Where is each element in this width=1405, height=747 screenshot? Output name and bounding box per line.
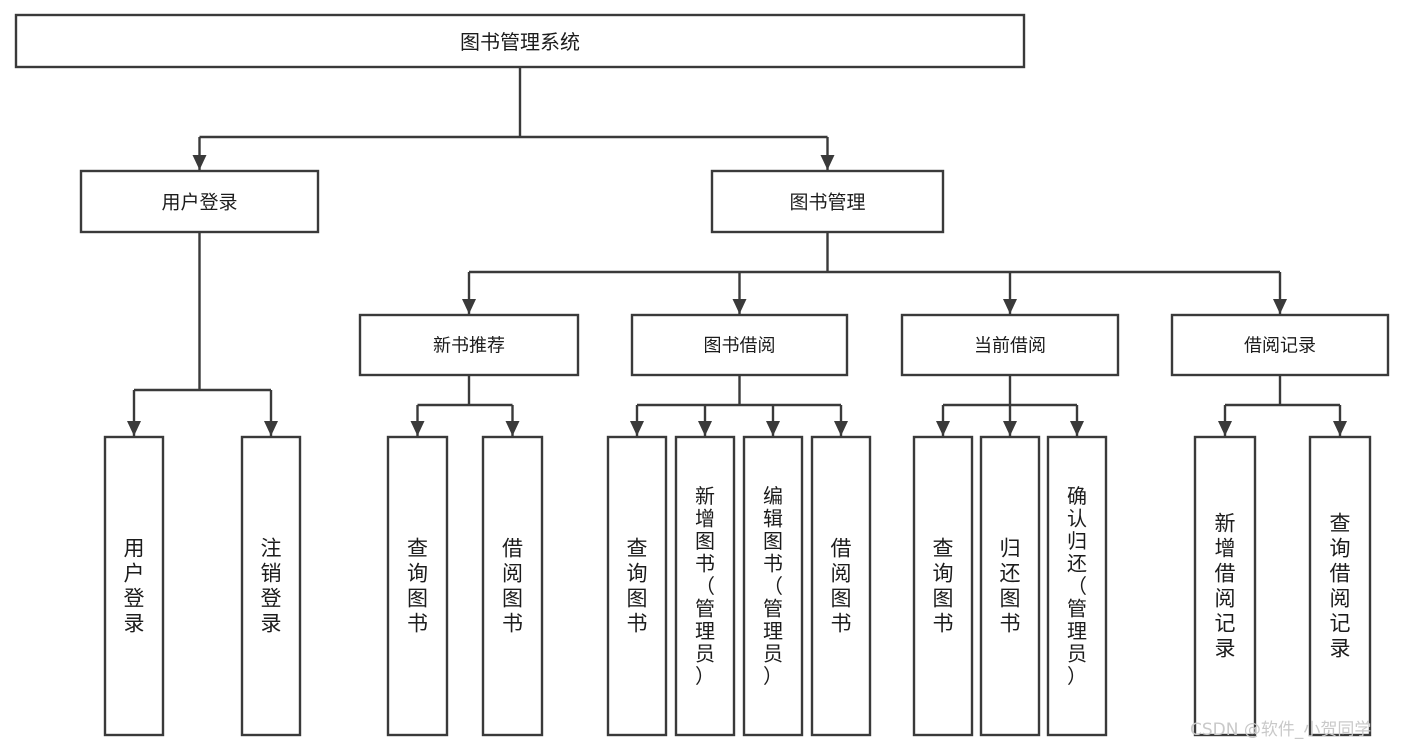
node-leaf-borrow-book-2-label: 借阅图书 xyxy=(831,537,852,636)
node-leaf-borrow-book-1-box xyxy=(481,435,544,737)
node-leaf-query-book-2-box xyxy=(606,435,668,737)
node-leaf-add-book-box xyxy=(674,435,736,737)
book-borrow-arrow-1 xyxy=(698,421,712,436)
node-leaf-add-record-box xyxy=(1193,435,1257,737)
node-leaf-edit-book-box xyxy=(742,435,804,737)
node-leaf-borrow-book-1[interactable]: 借阅图书 xyxy=(481,435,544,737)
book-manage-arrow-0 xyxy=(462,299,476,314)
node-leaf-logout-box xyxy=(240,435,302,737)
book-manage-arrow-2 xyxy=(1003,299,1017,314)
book-borrow-arrow-0 xyxy=(630,421,644,436)
node-book-manage[interactable]: 图书管理 xyxy=(710,169,945,234)
node-leaf-query-record-label: 查询借阅记录 xyxy=(1330,512,1351,661)
node-leaf-borrow-book-2-box xyxy=(810,435,872,737)
book-borrow-arrow-2 xyxy=(766,421,780,436)
node-leaf-query-record-box xyxy=(1308,435,1372,737)
node-leaf-query-book-3[interactable]: 查询图书 xyxy=(912,435,974,737)
node-leaf-logout-label: 注销登录 xyxy=(261,537,282,636)
borrow-record-arrow-1 xyxy=(1333,421,1347,436)
node-borrow-record[interactable]: 借阅记录 xyxy=(1170,313,1390,377)
new-book-rec-arrow-0 xyxy=(410,421,425,436)
node-leaf-query-book-3-label: 查询图书 xyxy=(933,537,954,636)
node-leaf-user-login-label: 用户登录 xyxy=(124,537,145,636)
node-leaf-add-book[interactable]: 新增图书（管理员） xyxy=(674,435,736,737)
root-arrow-1 xyxy=(820,155,835,170)
node-leaf-confirm-return[interactable]: 确认归还（管理员） xyxy=(1046,435,1108,737)
node-leaf-add-record[interactable]: 新增借阅记录 xyxy=(1193,435,1257,737)
user-login-arrow-0 xyxy=(127,421,141,436)
csdn-watermark: CSDN @软件_小贺同学 xyxy=(1190,720,1371,740)
node-leaf-query-book-2[interactable]: 查询图书 xyxy=(606,435,668,737)
book-manage-arrow-3 xyxy=(1273,299,1287,314)
node-new-book-rec-box xyxy=(358,313,580,377)
node-leaf-query-book-1-box xyxy=(386,435,449,737)
node-leaf-user-login[interactable]: 用户登录 xyxy=(103,435,165,737)
node-leaf-add-record-label: 新增借阅记录 xyxy=(1215,512,1236,661)
node-borrow-record-box xyxy=(1170,313,1390,377)
book-manage-arrow-1 xyxy=(732,299,747,314)
node-leaf-borrow-book-1-label: 借阅图书 xyxy=(502,537,523,636)
node-leaf-query-book-3-box xyxy=(912,435,974,737)
node-user-login-box xyxy=(79,169,320,234)
node-current-borrow[interactable]: 当前借阅 xyxy=(900,313,1120,377)
node-borrow-record-label: 借阅记录 xyxy=(1244,336,1316,357)
current-borrow-arrow-2 xyxy=(1070,421,1084,436)
node-leaf-edit-book-label: 编辑图书（管理员） xyxy=(763,484,783,688)
node-leaf-confirm-return-label: 确认归还（管理员） xyxy=(1067,484,1087,688)
node-new-book-rec-label: 新书推荐 xyxy=(433,336,505,357)
node-current-borrow-label: 当前借阅 xyxy=(974,336,1046,357)
node-leaf-user-login-box xyxy=(103,435,165,737)
node-leaf-logout[interactable]: 注销登录 xyxy=(240,435,302,737)
node-root-root-label: 图书管理系统 xyxy=(460,30,580,54)
node-leaf-return-book-box xyxy=(979,435,1041,737)
node-leaf-query-book-1-label: 查询图书 xyxy=(407,537,428,636)
new-book-rec-arrow-1 xyxy=(505,421,520,436)
borrow-record-arrow-0 xyxy=(1218,421,1232,436)
node-leaf-confirm-return-box xyxy=(1046,435,1108,737)
node-leaf-add-book-label: 新增图书（管理员） xyxy=(695,484,715,688)
book-borrow-arrow-3 xyxy=(834,421,848,436)
node-leaf-query-book-2-label: 查询图书 xyxy=(627,537,648,636)
node-book-manage-label: 图书管理 xyxy=(789,192,865,214)
root-arrow-0 xyxy=(192,155,207,170)
node-root-root[interactable]: 图书管理系统 xyxy=(14,13,1026,69)
node-book-borrow[interactable]: 图书借阅 xyxy=(630,313,849,377)
node-leaf-edit-book[interactable]: 编辑图书（管理员） xyxy=(742,435,804,737)
node-leaf-return-book[interactable]: 归还图书 xyxy=(979,435,1041,737)
node-current-borrow-box xyxy=(900,313,1120,377)
current-borrow-arrow-0 xyxy=(936,421,950,436)
user-login-arrow-1 xyxy=(264,421,278,436)
node-root-root-box xyxy=(14,13,1026,69)
node-book-manage-box xyxy=(710,169,945,234)
node-leaf-borrow-book-2[interactable]: 借阅图书 xyxy=(810,435,872,737)
node-book-borrow-label: 图书借阅 xyxy=(704,336,776,357)
node-new-book-rec[interactable]: 新书推荐 xyxy=(358,313,580,377)
connector-layer xyxy=(127,67,1347,436)
node-leaf-return-book-label: 归还图书 xyxy=(1000,537,1021,636)
node-book-borrow-box xyxy=(630,313,849,377)
node-leaf-query-record[interactable]: 查询借阅记录 xyxy=(1308,435,1372,737)
current-borrow-arrow-1 xyxy=(1003,421,1017,436)
node-user-login[interactable]: 用户登录 xyxy=(79,169,320,234)
node-layer: 图书管理系统用户登录图书管理新书推荐图书借阅当前借阅借阅记录用户登录注销登录查询… xyxy=(14,13,1390,737)
node-leaf-query-book-1[interactable]: 查询图书 xyxy=(386,435,449,737)
node-user-login-label: 用户登录 xyxy=(161,192,237,214)
